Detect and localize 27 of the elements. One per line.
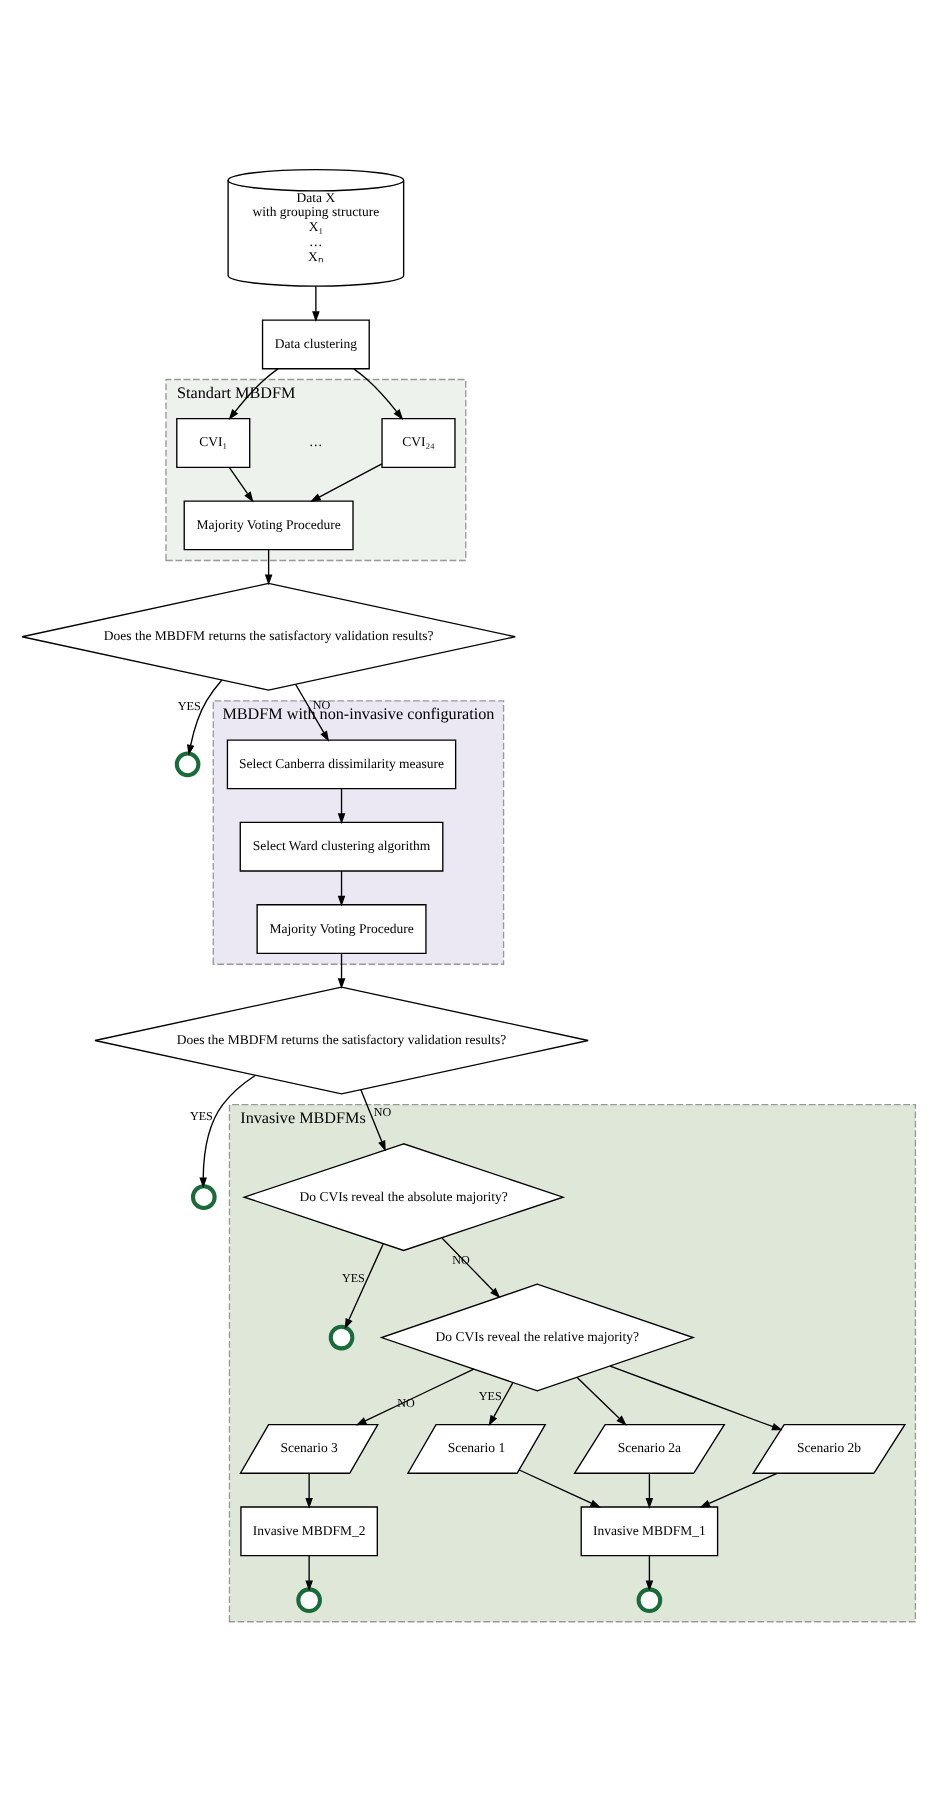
arrow [228, 466, 254, 503]
arrow [360, 1089, 386, 1152]
arrow [353, 368, 404, 420]
arrow [576, 1376, 627, 1426]
arrow [699, 1472, 778, 1508]
node-circle [296, 1587, 322, 1613]
arrow [264, 549, 273, 586]
arrow [645, 1555, 654, 1592]
node-circle [636, 1587, 663, 1613]
arrow [305, 1472, 313, 1509]
arrow [609, 1365, 783, 1431]
node-circle [191, 1184, 217, 1210]
arrow [337, 870, 346, 907]
arrow [337, 952, 346, 990]
arrow [310, 463, 383, 502]
arrow [312, 285, 320, 323]
arrow [645, 1472, 654, 1509]
node-circle [328, 1324, 355, 1351]
node-circle [174, 751, 201, 778]
arrow [295, 683, 330, 742]
arrow [518, 1469, 602, 1508]
arrow [344, 1243, 384, 1330]
arrow [305, 1555, 313, 1592]
arrow [441, 1237, 501, 1299]
arrow [355, 1368, 475, 1426]
arrow [488, 1382, 514, 1427]
arrow [337, 788, 346, 825]
